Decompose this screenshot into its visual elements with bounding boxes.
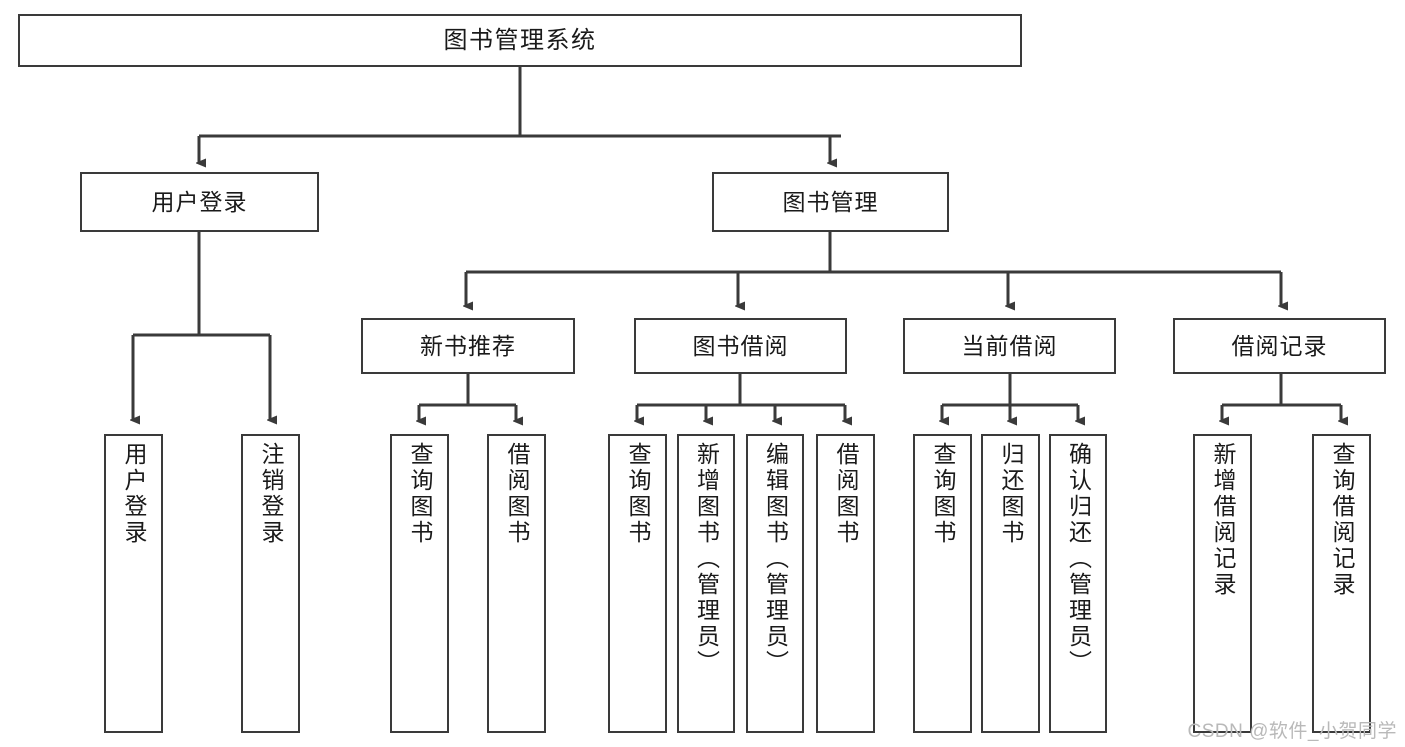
node-new-book-recommend-label: 新书推荐 [420, 332, 516, 359]
leaf-new-book-borrow[interactable]: 借阅图书 [487, 434, 546, 733]
leaf-borrow-borrow-book[interactable]: 借阅图书 [816, 434, 875, 733]
node-borrow-record[interactable]: 借阅记录 [1173, 318, 1386, 374]
leaf-new-book-search[interactable]: 查询图书 [390, 434, 449, 733]
leaf-current-return-book[interactable]: 归还图书 [981, 434, 1040, 733]
leaf-borrow-edit-book[interactable]: 编辑图书（管理员） [746, 434, 804, 733]
leaf-current-search-book-label: 查询图书 [930, 442, 956, 546]
leaf-current-confirm-return[interactable]: 确认归还（管理员） [1049, 434, 1107, 733]
node-user-login[interactable]: 用户登录 [80, 172, 319, 232]
leaf-user-login-login[interactable]: 用户登录 [104, 434, 163, 733]
leaf-borrow-search-book[interactable]: 查询图书 [608, 434, 667, 733]
node-book-management[interactable]: 图书管理 [712, 172, 949, 232]
leaf-user-login-logout[interactable]: 注销登录 [241, 434, 300, 733]
node-user-login-label: 用户登录 [151, 188, 248, 215]
leaf-new-book-search-label: 查询图书 [407, 442, 433, 546]
leaf-record-add-label: 新增借阅记录 [1210, 442, 1236, 598]
leaf-current-search-book[interactable]: 查询图书 [913, 434, 972, 733]
leaf-new-book-borrow-label: 借阅图书 [504, 442, 530, 546]
leaf-record-search-label: 查询借阅记录 [1329, 442, 1355, 598]
leaf-borrow-edit-book-label: 编辑图书（管理员） [762, 442, 789, 676]
node-current-borrow[interactable]: 当前借阅 [903, 318, 1116, 374]
leaf-record-add[interactable]: 新增借阅记录 [1193, 434, 1252, 733]
node-book-borrow-label: 图书借阅 [692, 332, 789, 359]
leaf-borrow-add-book-label: 新增图书（管理员） [693, 442, 720, 676]
node-borrow-record-label: 借阅记录 [1231, 332, 1328, 359]
node-book-management-label: 图书管理 [782, 188, 879, 215]
node-root-label: 图书管理系统 [443, 26, 597, 54]
node-root[interactable]: 图书管理系统 [18, 14, 1022, 67]
leaf-user-login-login-label: 用户登录 [121, 442, 147, 546]
leaf-record-search[interactable]: 查询借阅记录 [1312, 434, 1371, 733]
node-new-book-recommend[interactable]: 新书推荐 [361, 318, 575, 374]
leaf-current-confirm-return-label: 确认归还（管理员） [1065, 442, 1092, 676]
node-current-borrow-label: 当前借阅 [961, 332, 1058, 359]
leaf-user-login-logout-label: 注销登录 [258, 442, 284, 546]
leaf-borrow-add-book[interactable]: 新增图书（管理员） [677, 434, 735, 733]
leaf-current-return-book-label: 归还图书 [998, 442, 1024, 546]
leaf-borrow-borrow-book-label: 借阅图书 [833, 442, 859, 546]
watermark: CSDN @软件_小贺同学 [1187, 721, 1397, 742]
leaf-borrow-search-book-label: 查询图书 [625, 442, 651, 546]
node-book-borrow[interactable]: 图书借阅 [634, 318, 847, 374]
